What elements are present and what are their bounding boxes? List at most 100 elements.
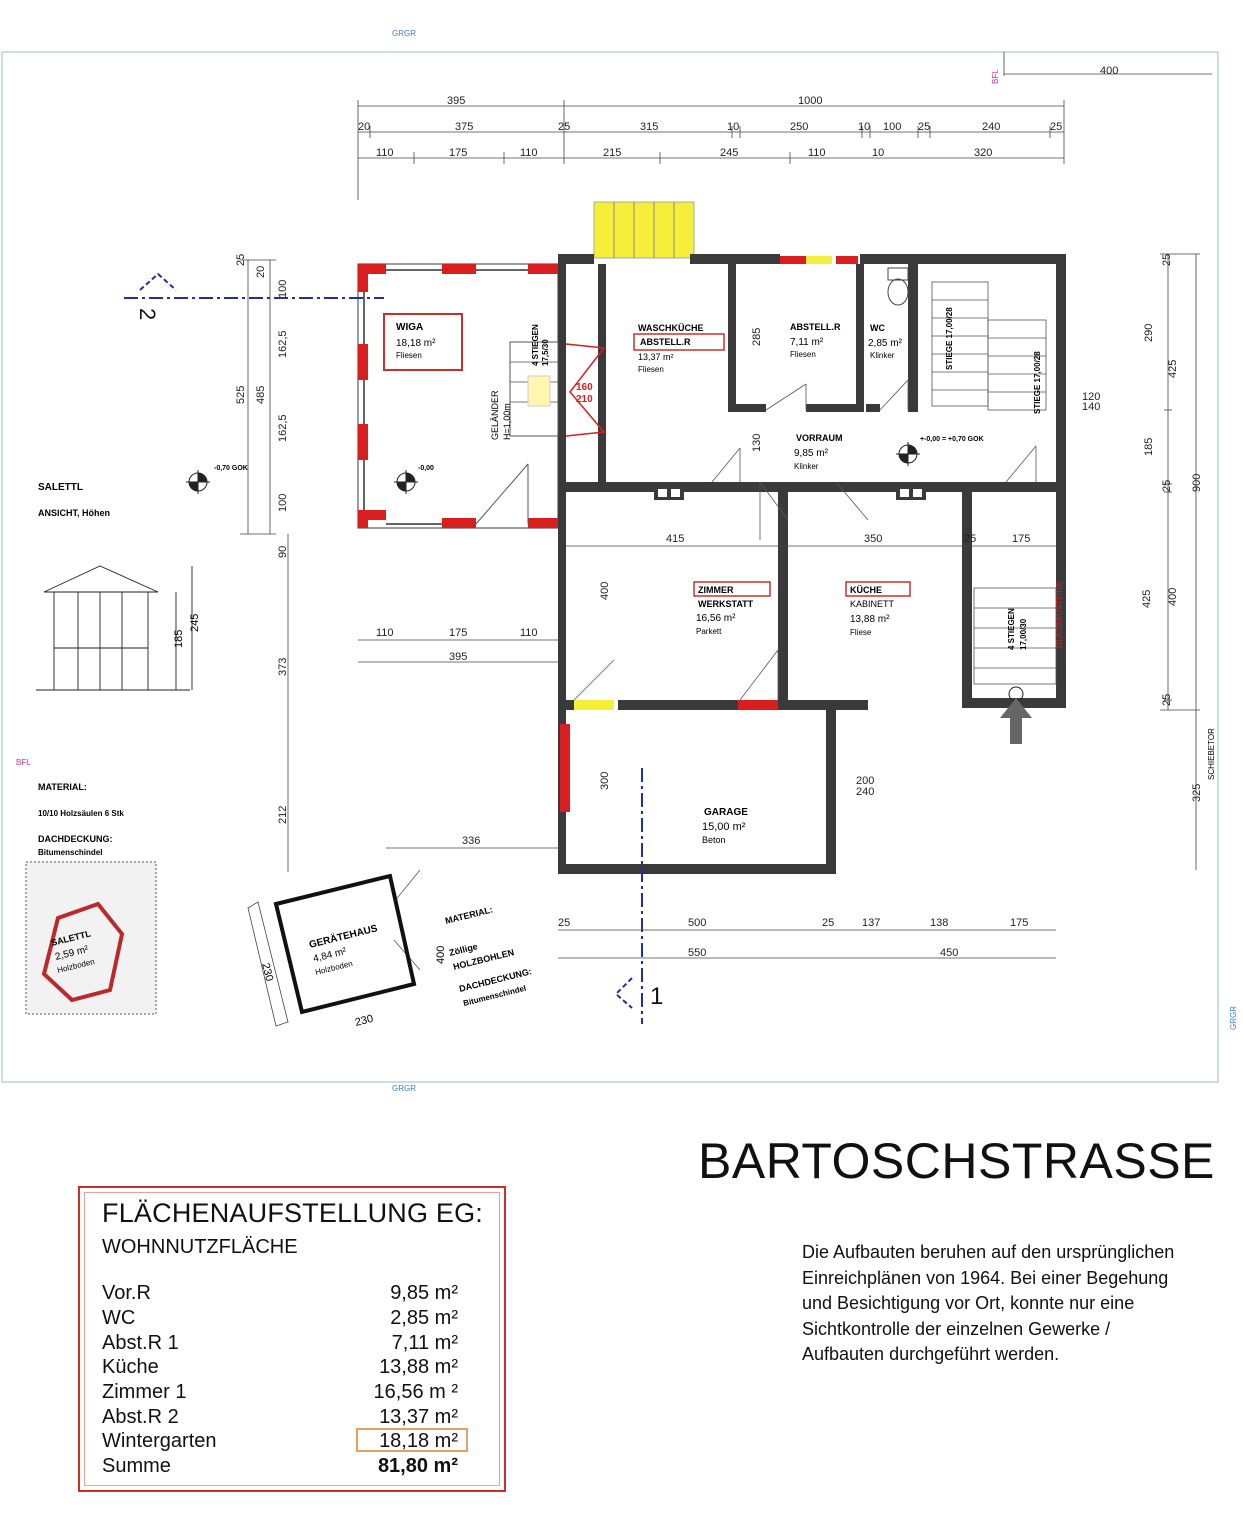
grgr-right-label: GRGR — [1229, 1006, 1238, 1030]
door-dim-210: 210 — [576, 394, 593, 405]
material-label: MATERIAL: — [38, 782, 87, 792]
stairs4-b-label: 4 STIEGEN — [1007, 608, 1016, 650]
svg-text:140: 140 — [1082, 401, 1100, 413]
area-row-label: Zimmer 1 — [102, 1381, 187, 1403]
svg-text:185: 185 — [1143, 438, 1155, 456]
area-row-value: 9,85 m² — [390, 1282, 458, 1304]
abstell-area: 7,11 m² — [790, 337, 824, 348]
svg-text:20: 20 — [358, 121, 370, 133]
salettl-heading: SALETTL — [38, 482, 83, 493]
svg-text:162,5: 162,5 — [277, 414, 289, 442]
zimmer-area: 16,56 m² — [696, 613, 736, 624]
svg-text:110: 110 — [520, 627, 538, 639]
area-row-sum-label: Summe — [102, 1455, 171, 1477]
abstell-floor: Fliesen — [790, 350, 816, 359]
svg-text:90: 90 — [277, 546, 289, 558]
property-boundary — [1, 51, 1219, 1083]
svg-text:162,5: 162,5 — [277, 330, 289, 358]
svg-text:550: 550 — [688, 947, 706, 959]
svg-text:25: 25 — [558, 121, 570, 133]
wintergarten-highlight — [356, 1428, 468, 1452]
window-yellow — [806, 256, 832, 264]
svg-text:395: 395 — [447, 95, 465, 107]
salettl-height-185: 185 — [173, 630, 185, 648]
left-dimensions — [240, 259, 289, 872]
svg-text:300: 300 — [599, 772, 611, 790]
svg-text:175: 175 — [449, 627, 467, 639]
right-dimensions — [1160, 253, 1200, 870]
svg-text:10: 10 — [727, 121, 739, 133]
svg-text:425: 425 — [1167, 360, 1179, 378]
svg-text:500: 500 — [688, 917, 706, 929]
abstell-name: ABSTELL.R — [790, 322, 841, 332]
door-dim-160: 160 — [576, 382, 593, 393]
svg-text:110: 110 — [520, 147, 538, 159]
svg-text:415: 415 — [666, 533, 684, 545]
area-row-label: Wintergarten — [102, 1430, 217, 1452]
gelaender-label2: H=1,00m — [502, 403, 512, 440]
svg-text:240: 240 — [856, 786, 874, 798]
svg-text:1000: 1000 — [798, 95, 822, 107]
svg-text:250: 250 — [790, 121, 808, 133]
dachdeckung-value: Bitumenschindel — [38, 848, 102, 857]
area-row-value: 18,18 m² — [379, 1430, 458, 1452]
level-vorraum: +-0,00 = +0,70 GOK — [920, 436, 984, 443]
door-swings — [393, 379, 1037, 971]
salettl-sub: ANSICHT, Höhen — [38, 508, 110, 518]
svg-text:320: 320 — [974, 147, 992, 159]
waschkueche-floor: Fliesen — [638, 365, 664, 374]
dachdeckung-label: DACHDECKUNG: — [38, 834, 113, 844]
svg-text:25: 25 — [1050, 121, 1062, 133]
left-dimension-texts: 25 20 100 525 485 162,5 162,5 100 90 373… — [235, 254, 763, 824]
area-table — [78, 1186, 506, 1492]
area-table-subtitle: WOHNNUTZFLÄCHE — [102, 1236, 298, 1258]
svg-text:525: 525 — [235, 386, 247, 404]
entrance-stair — [593, 201, 695, 259]
red-door-symbol — [565, 343, 606, 437]
salettl-elevation — [36, 565, 193, 691]
gh-dim-400: 400 — [435, 946, 447, 964]
svg-text:120: 120 — [1082, 391, 1100, 403]
svg-text:10: 10 — [872, 147, 884, 159]
grgr-bottom-label: GRGR — [392, 1084, 416, 1093]
area-table-title: FLÄCHENAUFSTELLUNG EG: — [102, 1198, 483, 1228]
waschkueche-name2: ABSTELL.R — [640, 337, 691, 347]
zimmer-name2: WERKSTATT — [698, 599, 754, 609]
gh-dim-230-bottom: 230 — [354, 1013, 375, 1029]
top-dimensions — [357, 52, 1212, 200]
wiga-name: WIGA — [396, 322, 423, 333]
area-row-label: Vor.R — [102, 1282, 151, 1304]
svg-text:25: 25 — [964, 533, 976, 545]
kueche-name: KÜCHE — [850, 585, 882, 595]
svg-text:25: 25 — [1161, 254, 1173, 266]
stair-top-label: STIEGE 17,00/28 — [945, 307, 954, 370]
bfl-top-label: BFL — [991, 69, 1000, 84]
svg-text:25: 25 — [1161, 694, 1173, 706]
svg-text:245: 245 — [720, 147, 738, 159]
floor-plan: GRGR GRGR GRGR BFL BFL 400 395 1000 20 3… — [1, 29, 1238, 1093]
section-line-1 — [614, 768, 643, 1024]
entrance-arrow-icon — [1000, 698, 1032, 744]
gh-material-val1: Zöllige — [448, 941, 479, 958]
svg-text:20: 20 — [255, 266, 267, 278]
bfl-left-label: BFL — [16, 758, 31, 767]
svg-text:350: 350 — [864, 533, 882, 545]
street-name: BARTOSCHSTRASSE — [698, 1133, 1215, 1189]
svg-text:130: 130 — [751, 434, 763, 452]
svg-text:110: 110 — [376, 627, 394, 639]
wiga-floor: Fliesen — [396, 351, 422, 360]
wc-area: 2,85 m² — [868, 338, 903, 349]
waschkueche-name: WASCHKÜCHE — [638, 323, 704, 333]
svg-text:175: 175 — [449, 147, 467, 159]
area-row-label: WC — [102, 1307, 136, 1329]
kueche-name2: KABINETT — [850, 599, 895, 609]
svg-text:290: 290 — [1143, 324, 1155, 342]
area-row-value: 13,88 m² — [379, 1356, 458, 1378]
stair-right — [931, 281, 1057, 685]
svg-text:175: 175 — [1012, 533, 1030, 545]
zimmer-floor: Parkett — [696, 627, 722, 636]
svg-text:373: 373 — [277, 658, 289, 676]
window-markers — [560, 256, 858, 812]
area-row-label: Abst.R 1 — [102, 1332, 179, 1354]
gh-material-label: MATERIAL: — [444, 904, 494, 926]
